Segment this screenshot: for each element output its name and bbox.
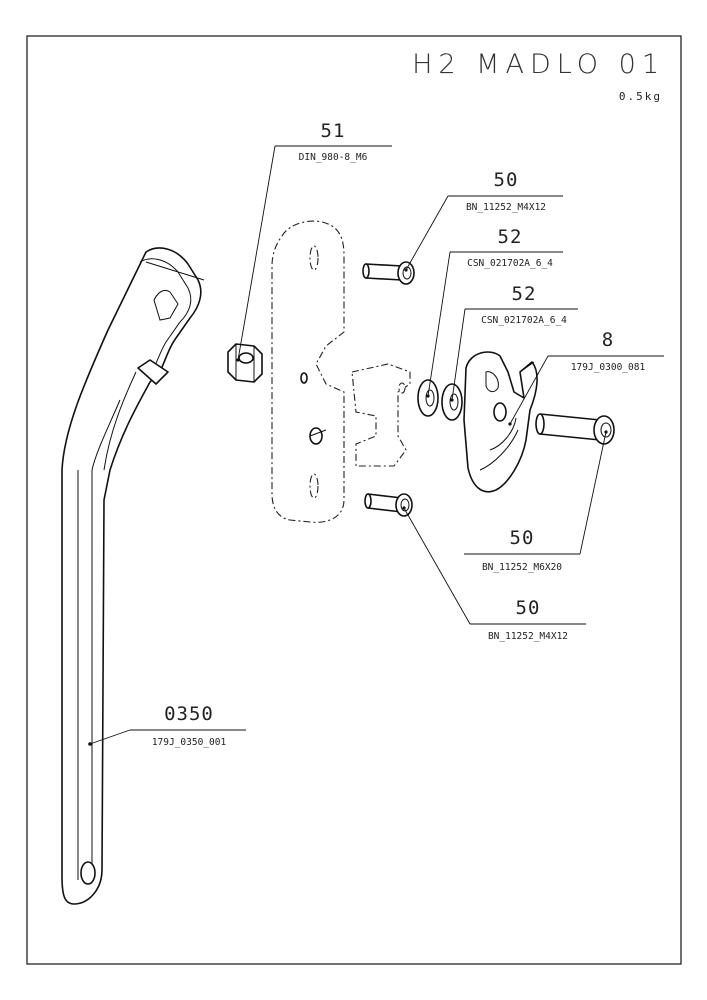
callout-code: BN_11252_M4X12 (488, 631, 568, 642)
washer-a (417, 379, 439, 417)
screw-bottom (364, 493, 413, 517)
phantom-bracket (351, 363, 411, 467)
callout-code: 179J_0300_081 (571, 362, 646, 373)
callout-number: 50 (494, 169, 519, 191)
drawing-title: H2 MADLO 01 (412, 49, 665, 80)
sheet-border (26, 35, 682, 965)
callout-51: 51 DIN_980-8_M6 (236, 120, 392, 362)
screw-m6 (535, 413, 615, 445)
callout-number: 51 (321, 120, 346, 142)
callout-number: 8 (602, 329, 614, 351)
callout-50-m6: 50 BN_11252_M6X20 (464, 430, 608, 573)
callout-code: BN_11252_M4X12 (466, 202, 546, 213)
callout-50-bottom: 50 BN_11252_M4X12 (402, 506, 586, 642)
callout-0350: 0350 179J_0350_001 (88, 703, 246, 748)
callout-code: DIN_980-8_M6 (299, 152, 368, 163)
callout-number: 52 (512, 283, 537, 305)
callout-52-a: 52 CSN_021702A_6_4 (426, 226, 563, 398)
nut-part (227, 343, 263, 383)
callout-code: BN_11252_M6X20 (482, 562, 562, 573)
callout-number: 50 (516, 597, 541, 619)
callout-code: 179J_0350_001 (152, 737, 227, 748)
callout-8: 8 179J_0300_081 (508, 329, 664, 426)
callout-number: 50 (510, 527, 535, 549)
screw-top (362, 261, 415, 285)
callout-number: 0350 (164, 703, 214, 725)
callout-number: 52 (498, 226, 523, 248)
phantom-plate (271, 220, 345, 523)
callout-50-top: 50 BN_11252_M4X12 (404, 169, 563, 272)
drawing-mass: 0.5kg (619, 90, 662, 103)
callout-52-b: 52 CSN_021702A_6_4 (450, 283, 578, 402)
callout-code: CSN_021702A_6_4 (481, 315, 567, 326)
washer-b (441, 383, 463, 421)
cam-plate-part (463, 351, 538, 493)
callout-code: CSN_021702A_6_4 (467, 258, 553, 269)
lever-part (61, 247, 205, 905)
